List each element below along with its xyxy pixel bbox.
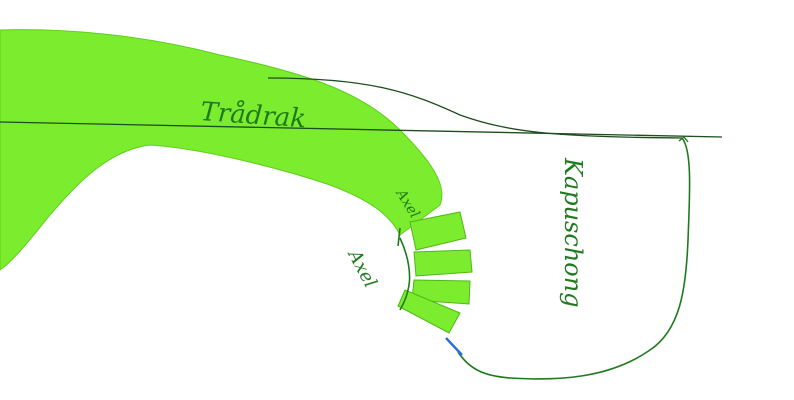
green-pattern-piece [0, 29, 443, 271]
label-kapuschong: Kapuschong [559, 157, 587, 308]
strip-2 [413, 249, 473, 277]
label-axel-lower: Axel [343, 245, 381, 292]
strip-group [397, 211, 473, 334]
armhole-curve [399, 237, 411, 311]
strip-1 [409, 211, 467, 251]
label-tradrak: Trådrak [200, 96, 308, 134]
hood-outline [457, 137, 691, 380]
strip-4 [397, 289, 461, 334]
top-right-notch [678, 136, 689, 143]
blue-mark [445, 337, 463, 356]
hood-top-curve [267, 77, 683, 139]
axel-tick [397, 227, 401, 247]
grain-line [0, 121, 723, 138]
